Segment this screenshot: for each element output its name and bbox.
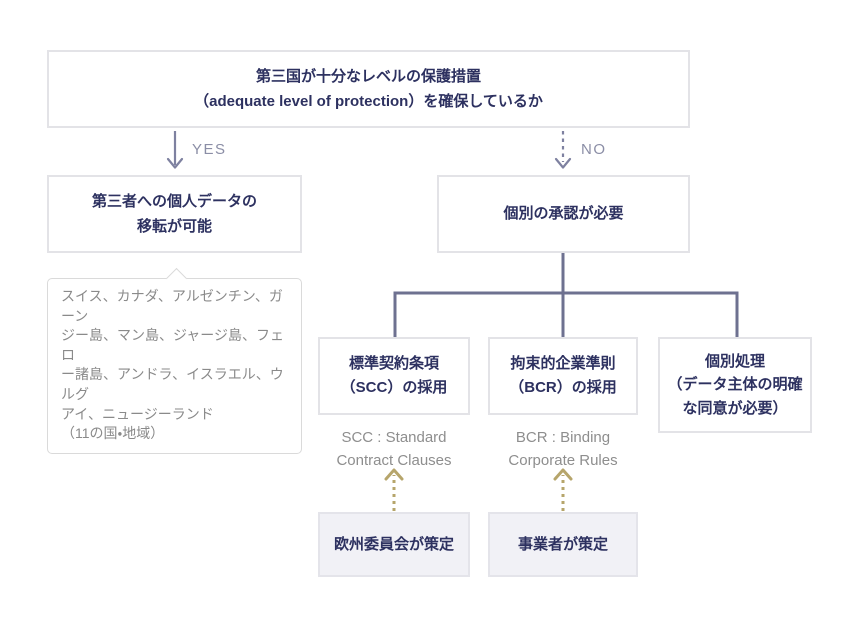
scc-drafter-arrow: [384, 468, 404, 511]
scc-abbreviation-note: SCC : Standard Contract Clauses: [336, 429, 452, 469]
bcr-option-box: 拘束的企業準則 （BCR）の採用: [488, 337, 638, 415]
individual-processing-box: 個別処理 （データ主体の明確 な同意が必要）: [658, 337, 812, 433]
root-question-text: 第三国が十分なレベルの保護措置 （adequate level of prote…: [194, 67, 543, 111]
yes-arrow: [166, 131, 184, 169]
no-arrow: [554, 131, 572, 169]
bcr-option-text: 拘束的企業準則 （BCR）の採用: [509, 355, 617, 396]
adequate-countries-tooltip: スイス、カナダ、アルゼンチン、ガーン ジー島、マン島、ジャージ島、フェロ ー諸島…: [47, 267, 302, 454]
bcr-drafter-text: 事業者が策定: [517, 535, 608, 553]
individual-approval-box: 個別の承認が必要: [437, 175, 690, 253]
root-question-box: 第三国が十分なレベルの保護措置 （adequate level of prote…: [47, 50, 690, 128]
bcr-drafter-arrow: [553, 468, 573, 511]
branch-connector: [393, 253, 739, 337]
scc-option-box: 標準契約条項 （SCC）の採用: [318, 337, 470, 415]
no-label: NO: [581, 141, 607, 158]
bcr-drafter-box: 事業者が策定: [488, 512, 638, 577]
yes-label: YES: [192, 141, 227, 158]
scc-drafter-text: 欧州委員会が策定: [333, 535, 454, 553]
tooltip-caret: [165, 267, 188, 290]
no-arrow-head: [554, 157, 572, 169]
bcr-abbreviation-note: BCR : Binding Corporate Rules: [508, 429, 618, 469]
individual-processing-text: 個別処理 （データ主体の明確 な同意が必要）: [667, 353, 803, 417]
adequate-countries-text: スイス、カナダ、アルゼンチン、ガーン ジー島、マン島、ジャージ島、フェロ ー諸島…: [61, 288, 285, 442]
individual-approval-text: 個別の承認が必要: [503, 205, 624, 223]
scc-option-text: 標準契約条項 （SCC）の採用: [340, 355, 448, 396]
transfer-allowed-box: 第三者への個人データの 移転が可能: [47, 175, 302, 253]
transfer-allowed-text: 第三者への個人データの 移転が可能: [91, 192, 257, 236]
yes-arrow-head: [166, 157, 184, 169]
scc-drafter-box: 欧州委員会が策定: [318, 512, 470, 577]
